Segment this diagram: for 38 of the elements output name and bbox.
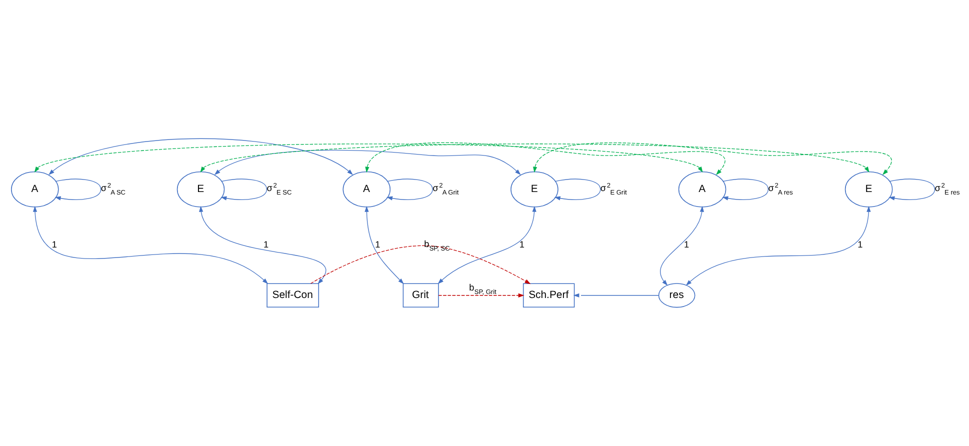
edge-label: 1 (263, 240, 269, 250)
arrow (364, 206, 404, 284)
arrow (34, 144, 703, 173)
arrow (686, 206, 871, 286)
arrow (533, 142, 892, 176)
edge-label: 1 (519, 240, 525, 250)
arrow (554, 178, 601, 200)
arrow (660, 206, 704, 286)
arrow (722, 178, 769, 200)
arrow (365, 142, 725, 176)
arrow (310, 245, 531, 284)
node-box: Grit (402, 283, 439, 308)
edge-label: 1 (52, 240, 57, 250)
arrow (48, 138, 353, 175)
node-ellipse: E (510, 171, 558, 208)
node-ellipse: E (176, 171, 225, 208)
arrow (199, 206, 326, 284)
arrow (438, 293, 524, 298)
node-ellipse: A (678, 171, 726, 208)
node-ellipse: A (342, 171, 391, 208)
arrow (573, 293, 660, 298)
arrow (888, 178, 936, 200)
arrow (220, 178, 268, 200)
node-ellipse: res (658, 283, 696, 308)
node-box: Sch.Perf (522, 283, 575, 308)
edge-label: 1 (684, 240, 690, 250)
edge-label: 1 (858, 240, 863, 250)
arrow (438, 206, 536, 284)
arrow (200, 144, 870, 173)
arrow (386, 178, 433, 200)
node-box: Self-Con (266, 283, 320, 308)
arrow (214, 150, 521, 175)
edge-label: b$_{SP, Grit}$ (469, 282, 496, 296)
arrow (32, 206, 268, 284)
node-ellipse: E (844, 171, 893, 208)
arrow (54, 178, 102, 200)
node-ellipse: A (11, 171, 59, 208)
edge-label: 1 (375, 240, 380, 250)
